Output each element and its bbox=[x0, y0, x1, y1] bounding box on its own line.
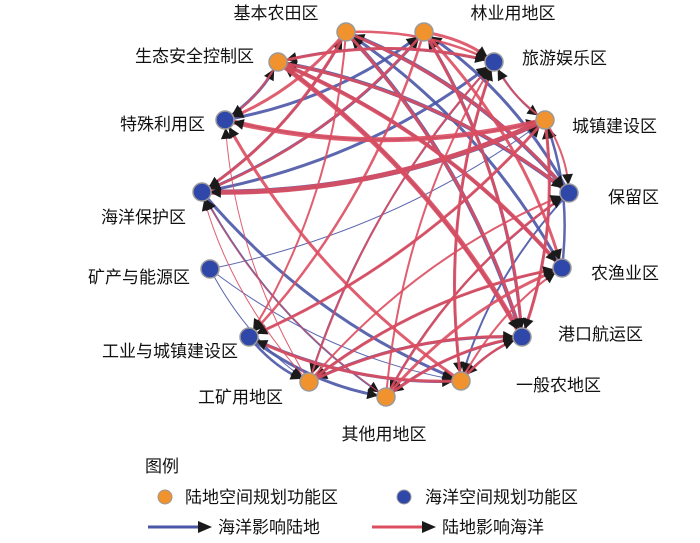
node-label-n14: 生态安全控制区 bbox=[135, 47, 254, 67]
node-n12 bbox=[192, 182, 212, 202]
node-n10 bbox=[239, 327, 259, 347]
edge-n9-n13 bbox=[220, 127, 310, 383]
node-n4 bbox=[559, 183, 579, 203]
node-label-n6: 港口航运区 bbox=[558, 325, 643, 345]
edge-n7-n2 bbox=[453, 68, 493, 383]
legend-sea-edge-label: 海洋影响陆地 bbox=[218, 518, 320, 538]
edge-n3-n13 bbox=[231, 117, 548, 143]
label-layer: 基本农田区 林业用地区旅游娱乐区城镇建设区保留区农渔业区港口航运区一般农地区其他用… bbox=[88, 4, 659, 445]
legend-sea-edge-arrow-icon bbox=[198, 521, 212, 533]
node-n0 bbox=[336, 22, 356, 42]
edge-n8-n12 bbox=[205, 198, 387, 398]
edge-n1-n12 bbox=[209, 30, 426, 190]
node-label-n0: 基本农田区 bbox=[234, 4, 319, 24]
node-n11 bbox=[200, 259, 220, 279]
node-label-n13: 特殊利用区 bbox=[120, 115, 205, 135]
node-n3 bbox=[535, 110, 555, 130]
node-label-n8: 其他用地区 bbox=[342, 425, 427, 445]
edge-n13-n14 bbox=[223, 68, 276, 122]
edge-n0-n4 bbox=[344, 30, 565, 188]
legend-land-node-marker bbox=[157, 489, 173, 505]
node-n6 bbox=[512, 327, 532, 347]
node-layer bbox=[192, 22, 579, 407]
edge-n14-n5 bbox=[276, 60, 559, 264]
edge-n9-n5 bbox=[307, 266, 555, 384]
node-label-n7: 一般农地区 bbox=[516, 376, 601, 396]
edge-n2-n3 bbox=[493, 61, 539, 116]
edge-n10-n3 bbox=[248, 125, 540, 338]
edge-n3-n12 bbox=[208, 117, 548, 198]
node-label-n1: 林业用地区 bbox=[471, 4, 556, 24]
edge-layer bbox=[199, 30, 573, 400]
edge-n9-n2 bbox=[308, 67, 489, 383]
node-label-n9: 工矿用地区 bbox=[198, 388, 283, 408]
edge-n9-n12 bbox=[201, 199, 310, 383]
edge-n7-n10 bbox=[255, 339, 463, 383]
node-n8 bbox=[376, 387, 396, 407]
edge-n0-n6 bbox=[344, 30, 522, 330]
edge-n8-n4 bbox=[384, 196, 563, 399]
node-label-n5: 农渔业区 bbox=[591, 264, 659, 284]
legend-land-edge-arrow-icon bbox=[422, 521, 436, 533]
node-n9 bbox=[299, 372, 319, 392]
edge-n14-n6 bbox=[275, 59, 521, 332]
node-label-n11: 矿产与能源区 bbox=[88, 268, 190, 288]
edge-n1-n10 bbox=[253, 30, 426, 332]
node-n1 bbox=[414, 22, 434, 42]
edge-n0-n13 bbox=[231, 30, 348, 119]
edge-n7-n6 bbox=[459, 339, 515, 383]
edge-n12-n7 bbox=[200, 190, 455, 380]
node-n2 bbox=[484, 52, 504, 72]
legend-sea-node-label: 海洋空间规划功能区 bbox=[425, 488, 578, 508]
edge-n8-n5 bbox=[384, 269, 556, 399]
edge-n9-n4 bbox=[308, 195, 562, 383]
edge-n11-n7 bbox=[209, 268, 454, 383]
legend-land-edge-label: 陆地影响海洋 bbox=[442, 518, 544, 538]
edge-n3-n2 bbox=[497, 68, 546, 121]
edge-n0-n12 bbox=[207, 30, 348, 189]
edge-n13-n1 bbox=[223, 35, 419, 122]
edge-n7-n13 bbox=[227, 126, 463, 383]
node-n13 bbox=[215, 110, 235, 130]
legend: 图例 陆地空间规划功能区 海洋空间规划功能区 海洋影响陆地 陆地影响海洋 bbox=[145, 457, 578, 538]
node-n14 bbox=[268, 52, 288, 72]
edge-n14-n4 bbox=[276, 60, 564, 189]
edge-n7-n5 bbox=[460, 272, 556, 382]
node-n5 bbox=[552, 258, 572, 278]
edge-n11-n3 bbox=[209, 124, 539, 270]
edge-n3-n10 bbox=[255, 118, 547, 335]
node-label-n4: 保留区 bbox=[608, 188, 659, 208]
node-label-n3: 城镇建设区 bbox=[572, 117, 657, 137]
edge-n9-n6 bbox=[307, 330, 515, 384]
node-label-n12: 海洋保护区 bbox=[101, 208, 186, 228]
node-n7 bbox=[451, 371, 471, 391]
node-label-n10: 工业与城镇建设区 bbox=[102, 342, 238, 362]
legend-land-node-label: 陆地空间规划功能区 bbox=[185, 488, 338, 508]
legend-sea-node-marker bbox=[396, 489, 412, 505]
edge-n8-n6 bbox=[384, 334, 515, 399]
edge-n3-n6 bbox=[523, 118, 551, 331]
node-label-n2: 旅游娱乐区 bbox=[522, 49, 607, 69]
legend-title: 图例 bbox=[145, 457, 179, 477]
